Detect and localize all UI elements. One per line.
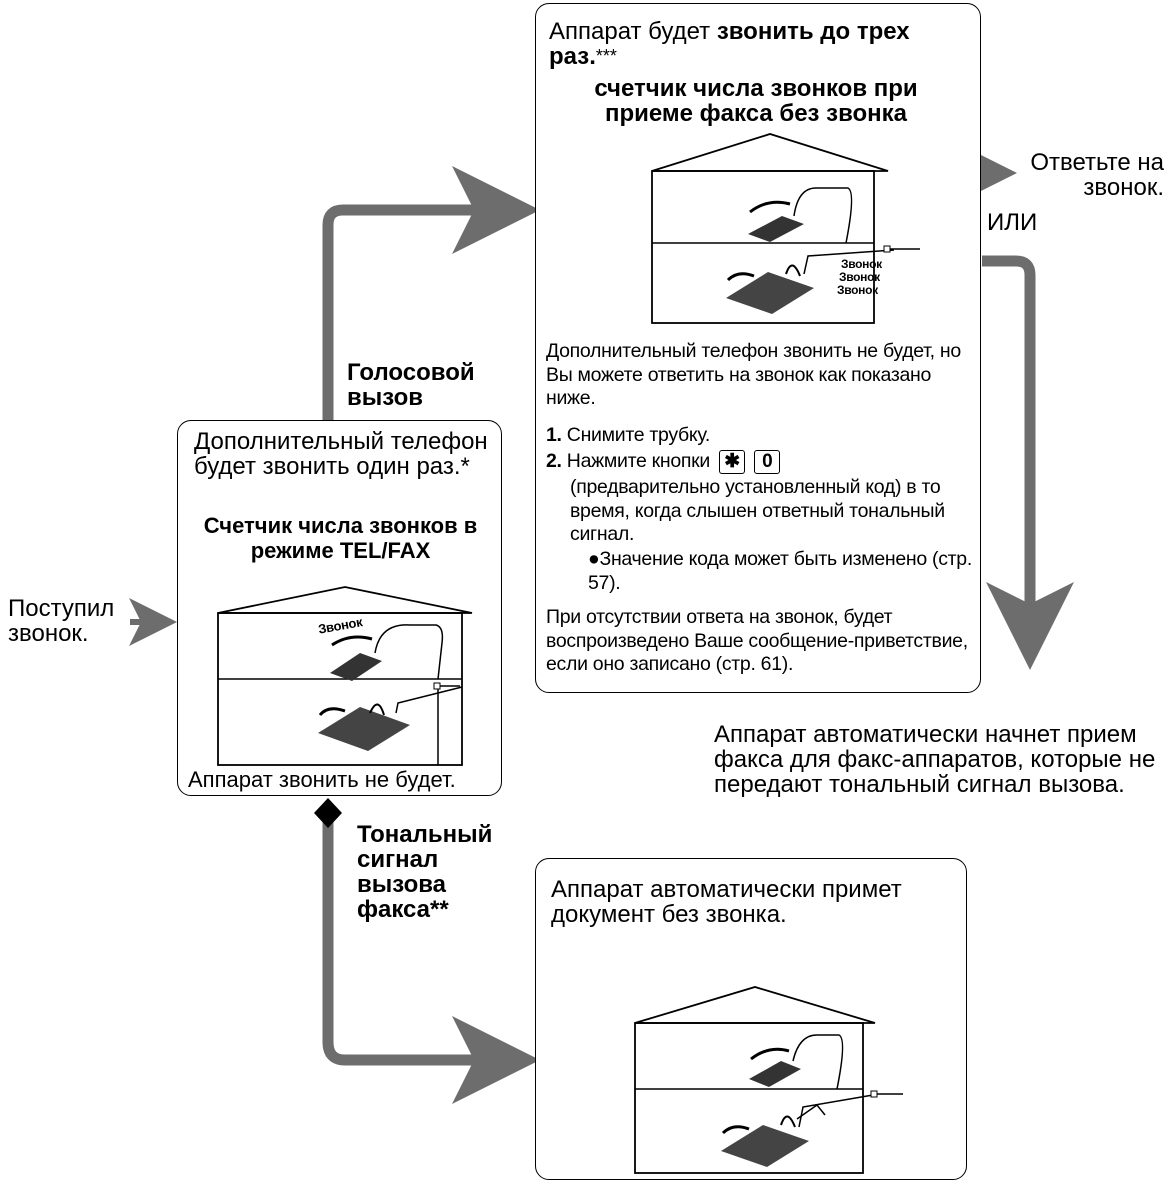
star-key-icon: ✱ xyxy=(719,450,746,474)
ring-word-1: Звонок xyxy=(841,257,882,271)
decision-diamond xyxy=(314,798,342,828)
step-2: 2. Нажмите кнопки ✱ 0 xyxy=(546,450,976,474)
ring-count-box: Аппарат будет звонить до трех раз.*** сч… xyxy=(535,3,981,693)
step-1-text: Снимите трубку. xyxy=(566,424,710,446)
ring-count-intro: Аппарат будет звонить до трех раз.*** xyxy=(549,19,969,69)
ring-word-3: Звонок xyxy=(837,283,878,297)
fax-machine-icon-top xyxy=(726,264,814,314)
auto-receive-arrow xyxy=(982,255,1074,670)
tel-fax-footer: Аппарат звонить не будет. xyxy=(188,767,456,792)
ring-count-footer: При отсутствии ответа на звонок, будет в… xyxy=(546,606,968,675)
intro-bold: звонить до трех раз. xyxy=(549,18,910,70)
tel-fax-description: Дополнительный телефон будет звонить оди… xyxy=(194,428,488,480)
step-2-number: 2. xyxy=(546,450,562,473)
house-scene-ring-three xyxy=(651,133,920,324)
fax-arrow-visible xyxy=(322,812,540,1104)
ring-word-2: Звонок xyxy=(839,270,880,284)
voice-arrow xyxy=(322,166,540,420)
fax-machine-icon xyxy=(318,703,410,751)
tel-fax-title: Счетчик числа звонков в режиме TEL/FAX xyxy=(203,513,478,563)
or-label: ИЛИ xyxy=(987,209,1038,236)
house-scene-silent xyxy=(634,986,903,1174)
zero-key-icon: 0 xyxy=(754,450,781,474)
extension-phone-icon-top xyxy=(748,200,804,242)
step-1: 1. Снимите трубку. xyxy=(546,424,976,448)
step-2-text: Нажмите кнопки xyxy=(566,450,710,473)
house-scene-ring-once xyxy=(217,586,473,766)
fax-machine-icon-bottom xyxy=(721,1103,826,1167)
ring-count-desc: Дополнительный телефон звонить не будет,… xyxy=(546,340,961,409)
code-note: ●Значение кода может быть изменено (стр.… xyxy=(588,548,978,595)
intro-plain: Аппарат будет xyxy=(549,18,717,45)
auto-receive-note: Аппарат автоматически начнет прием факса… xyxy=(714,721,1156,798)
auto-receive-text: Аппарат автоматически примет документ бе… xyxy=(551,876,902,928)
incoming-label: Поступил звонок. xyxy=(8,595,115,647)
fax-label: Тональный сигнал вызова факса** xyxy=(357,821,493,923)
extension-phone-icon xyxy=(330,635,382,681)
extension-phone-icon-bottom xyxy=(749,1047,801,1087)
bullet-icon: ● xyxy=(588,548,600,570)
voice-label: Голосовой вызов xyxy=(347,359,475,411)
auto-receive-box: Аппарат автоматически примет документ бе… xyxy=(535,858,967,1180)
intro-stars: *** xyxy=(595,46,617,66)
tel-fax-box: Дополнительный телефон будет звонить оди… xyxy=(177,420,502,796)
step-2-detail: (предварительно установленный код) в то … xyxy=(570,476,945,545)
code-note-text: Значение кода может быть изменено (стр. … xyxy=(588,548,972,594)
ring-count-title: счетчик числа звонков при приеме факса б… xyxy=(594,75,918,127)
step-1-number: 1. xyxy=(546,424,562,446)
answer-label: Ответьте на звонок. xyxy=(1030,149,1164,201)
